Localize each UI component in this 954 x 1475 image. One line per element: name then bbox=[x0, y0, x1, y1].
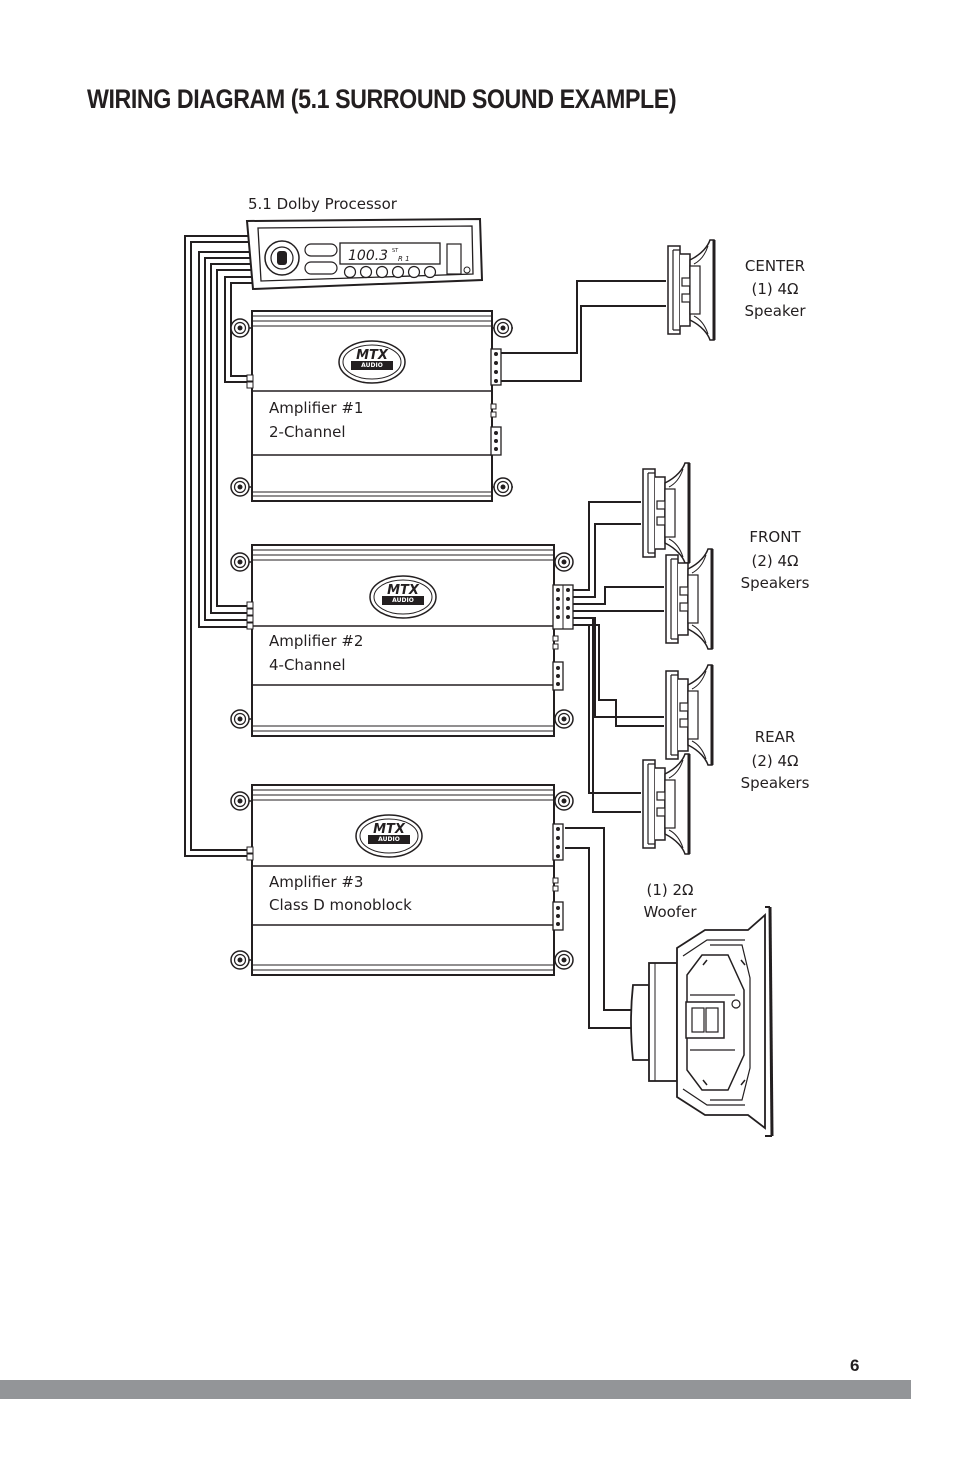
input-wires bbox=[184, 235, 260, 857]
front-spec: (2) 4Ω bbox=[751, 552, 798, 570]
amp2-name: Amplifier #2 bbox=[269, 632, 363, 650]
processor-label: 5.1 Dolby Processor bbox=[248, 195, 398, 213]
processor-display-channel: R 1 bbox=[398, 255, 410, 263]
amp1-name: Amplifier #1 bbox=[269, 399, 363, 417]
rear-group: REAR bbox=[755, 728, 796, 746]
amp2-logo-bottom: AUDIO bbox=[392, 597, 414, 604]
center-label: CENTER (1) 4Ω Speaker bbox=[744, 257, 806, 320]
subwoofer bbox=[630, 906, 774, 1137]
center-spec: (1) 4Ω bbox=[751, 280, 798, 298]
rear-spec: (2) 4Ω bbox=[751, 752, 798, 770]
front-speaker-1 bbox=[641, 461, 691, 565]
footer-bar bbox=[0, 1380, 911, 1399]
center-speaker bbox=[666, 238, 716, 342]
amp1-logo-top: MTX bbox=[356, 348, 389, 363]
rear-speaker-1 bbox=[664, 663, 714, 767]
rear-kind: Speakers bbox=[741, 774, 810, 792]
amp3-type: Class D monoblock bbox=[269, 896, 412, 914]
front-group: FRONT bbox=[749, 528, 801, 546]
amplifier-3: MTX AUDIO Amplifier #3 Class D monoblock bbox=[230, 784, 574, 976]
center-group: CENTER bbox=[745, 257, 805, 275]
dolby-processor: 5.1 Dolby Processor 100.3 ST R 1 bbox=[245, 195, 484, 291]
center-kind: Speaker bbox=[744, 302, 806, 320]
rear-label: REAR (2) 4Ω Speakers bbox=[741, 728, 810, 792]
front-speaker-2 bbox=[664, 547, 714, 651]
amp3-logo-bottom: AUDIO bbox=[378, 836, 400, 843]
amp1-type: 2-Channel bbox=[269, 423, 346, 441]
amplifier-1: MTX AUDIO Amplifier #1 2-Channel bbox=[230, 310, 513, 502]
processor-display: 100.3 bbox=[348, 248, 388, 264]
woofer-spec: (1) 2Ω bbox=[646, 881, 693, 899]
processor-display-suffix: ST bbox=[392, 248, 399, 254]
rear-speaker-2 bbox=[641, 752, 691, 856]
front-kind: Speakers bbox=[741, 574, 810, 592]
page-title: WIRING DIAGRAM (5.1 SURROUND SOUND EXAMP… bbox=[87, 84, 677, 114]
amp2-logo-top: MTX bbox=[387, 583, 420, 598]
front-label: FRONT (2) 4Ω Speakers bbox=[741, 528, 810, 592]
page-number: 6 bbox=[850, 1356, 860, 1375]
amp3-logo-top: MTX bbox=[373, 822, 406, 837]
amp2-type: 4-Channel bbox=[269, 656, 346, 674]
amplifier-2: MTX AUDIO Amplifier #2 4-Channel bbox=[230, 544, 574, 737]
woofer-kind: Woofer bbox=[644, 903, 698, 921]
woofer-label: (1) 2Ω Woofer bbox=[644, 881, 698, 921]
amp1-logo-bottom: AUDIO bbox=[361, 362, 383, 369]
amp3-name: Amplifier #3 bbox=[269, 873, 363, 891]
